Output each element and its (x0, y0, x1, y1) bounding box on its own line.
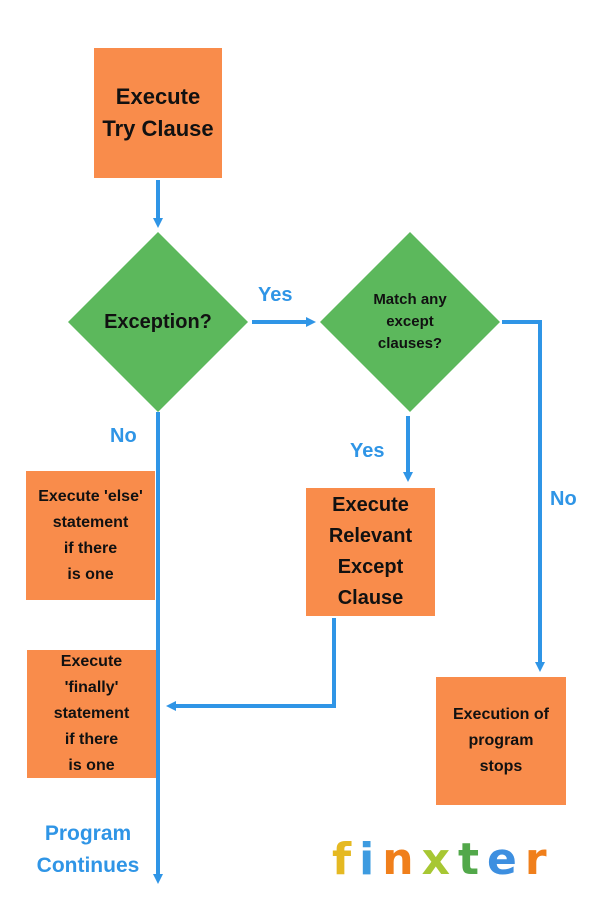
execute-try-text: Execute Try Clause (102, 84, 214, 141)
logo-letter-f: f (332, 834, 360, 885)
yes-label-match: Yes (350, 440, 385, 462)
exception-decision-text-box: Exception? (88, 302, 228, 342)
exception-decision-text: Exception? (104, 310, 212, 333)
no-label-exception: No (110, 425, 137, 447)
execute-relevant-text: Execute Relevant Except Clause (328, 494, 413, 609)
arrow-match-no (502, 320, 545, 672)
decision-match-shape (320, 232, 500, 412)
logo-letter-r: r (524, 834, 555, 885)
yes-label-exception: Yes (258, 284, 293, 306)
match-decision-text: Match any except clauses? (373, 291, 447, 352)
logo-letter-t: t (457, 834, 488, 885)
execute-else-box: Execute 'else' statement if there is one (26, 471, 155, 600)
match-decision-text-box: Match any except clauses? (345, 282, 475, 362)
execute-finally-text: Execute 'finally' statement if there is … (53, 653, 130, 774)
execute-finally-box: Execute 'finally' statement if there is … (27, 650, 156, 778)
logo-letter-n: n (382, 834, 422, 885)
logo-letter-i: i (359, 834, 383, 885)
program-continues-label: Program Continues (36, 822, 140, 877)
execution-stops-text: Execution of program stops (452, 706, 549, 775)
arrow-relevant-to-finally (166, 618, 336, 711)
finxter-logo: finxter (332, 835, 555, 885)
logo-letter-x: x (421, 834, 458, 885)
logo-letter-e: e (487, 834, 525, 885)
execute-try-box: Execute Try Clause (94, 48, 222, 178)
execute-else-text: Execute 'else' statement if there is one (38, 487, 143, 583)
no-label-match: No (550, 488, 577, 510)
execution-stops-box: Execution of program stops (436, 677, 566, 805)
decision-exception-shape (68, 232, 248, 412)
execute-relevant-box: Execute Relevant Except Clause (306, 488, 435, 616)
